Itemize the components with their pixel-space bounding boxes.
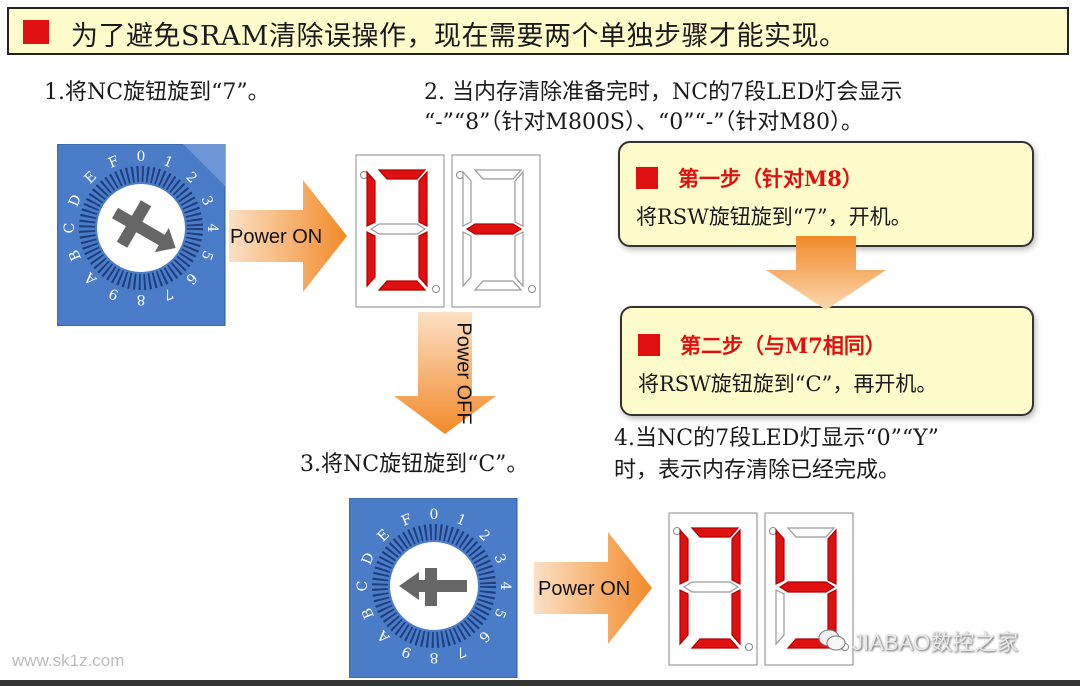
segment-b-on <box>827 528 837 585</box>
step-two-heading: 第二步（与M7相同） <box>680 333 886 358</box>
dial-label-C: C <box>355 581 371 592</box>
power-on-label-1: Power ON <box>230 226 323 248</box>
segment-b-on <box>418 170 428 227</box>
step-2-line2: “-”“8”（针对M800S）、“0”“-”（针对M80）。 <box>424 110 863 135</box>
dial-label-0: 0 <box>430 507 439 523</box>
power-on-arrow-icon-2 <box>534 532 652 644</box>
segment-f-on <box>366 170 376 227</box>
step-3-text: 3.将NC旋钮旋到“C”。 <box>300 452 529 477</box>
step-2-line1: 2. 当内存清除准备完时，NC的7段LED灯会显示 <box>424 80 903 105</box>
dial-label-4: 4 <box>204 224 220 233</box>
segment-d-off <box>473 280 523 291</box>
segment-d-on <box>690 638 740 649</box>
power-on-label-2: Power ON <box>538 578 631 600</box>
segment-e-off <box>775 589 785 646</box>
step-one-box: 第一步（针对M8） 将RSW旋钮旋到“7”，开机。 <box>618 141 1034 247</box>
step-two-box: 第二步（与M7相同） 将RSW旋钮旋到“C”，再开机。 <box>620 306 1034 416</box>
red-square-icon <box>636 167 658 189</box>
power-off-label: Power OFF <box>452 322 475 425</box>
red-square-icon <box>23 20 49 44</box>
segment-e-off <box>462 231 472 288</box>
step-4-line1: 4.当NC的7段LED灯显示“0”“Y” <box>614 426 939 451</box>
down-arrow-icon <box>766 236 886 310</box>
segment-c-on <box>418 231 428 288</box>
wechat-icon <box>818 629 846 651</box>
segment-g-on <box>465 223 523 235</box>
step-1-text: 1.将NC旋钮旋到“7”。 <box>44 80 270 105</box>
seven-seg-display-top <box>355 154 541 308</box>
page-title: 为了避免SRAM清除误操作，现在需要两个单独步骤才能实现。 <box>71 21 847 52</box>
title-bar: 为了避免SRAM清除误操作，现在需要两个单独步骤才能实现。 <box>7 7 1069 55</box>
step-4-line2: 时，表示内存清除已经完成。 <box>614 458 901 483</box>
digit-bottom-0 <box>679 527 741 649</box>
segment-d-on <box>377 280 427 291</box>
segment-c-on <box>731 589 741 646</box>
bottom-border <box>0 680 1080 686</box>
segment-a-on <box>690 527 740 538</box>
segment-g-off <box>682 581 740 593</box>
segment-f-on <box>775 528 785 585</box>
dial-label-4: 4 <box>497 582 513 591</box>
dial-label-C: C <box>62 223 78 234</box>
segment-e-on <box>679 589 689 646</box>
dial-label-0: 0 <box>137 149 146 165</box>
red-square-icon <box>638 334 660 356</box>
segment-e-on <box>366 231 376 288</box>
segment-f-on <box>679 528 689 585</box>
segment-b-off <box>514 170 524 227</box>
segment-c-off <box>514 231 524 288</box>
watermark-right: JIABAO数控之家 <box>852 630 1019 655</box>
dial-label-8: 8 <box>430 649 439 665</box>
digit-top-1 <box>462 169 524 291</box>
power-off-arrow-icon <box>394 312 496 434</box>
segment-g-off <box>369 223 427 235</box>
watermark-left: www.sk1z.com <box>12 651 125 670</box>
step-one-body: 将RSW旋钮旋到“7”，开机。 <box>636 205 912 229</box>
segment-g-on <box>778 581 836 593</box>
segment-f-off <box>462 170 472 227</box>
segment-b-on <box>731 528 741 585</box>
power-on-arrow-icon <box>229 180 347 292</box>
segment-a-on <box>377 169 427 180</box>
step-one-heading: 第一步（针对M8） <box>678 166 863 191</box>
segment-a-off <box>473 169 523 180</box>
digit-top-0 <box>366 169 428 291</box>
step-two-body: 将RSW旋钮旋到“C”，再开机。 <box>638 372 938 396</box>
segment-a-off <box>786 527 836 538</box>
dial-label-8: 8 <box>137 291 146 307</box>
